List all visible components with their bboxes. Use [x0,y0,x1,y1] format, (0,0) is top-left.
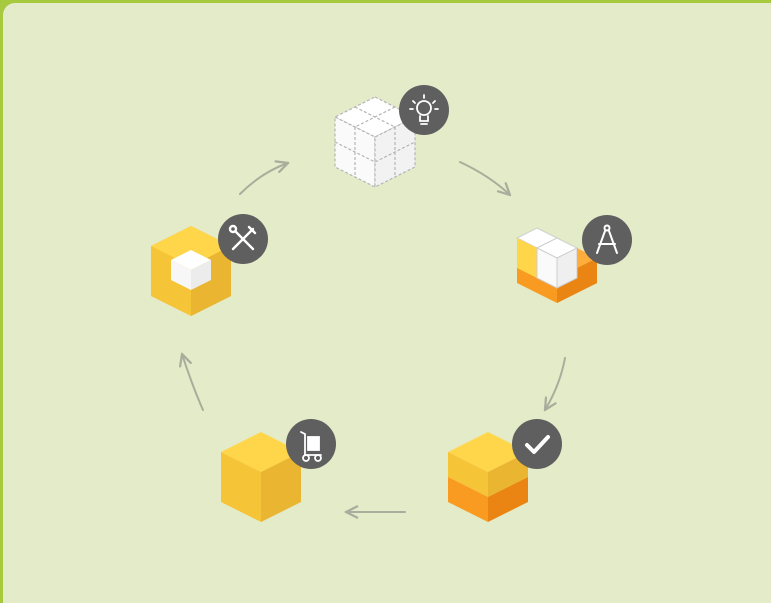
stage-design [515,215,632,303]
stage-idea [333,85,449,188]
badge-lightbulb [399,85,449,135]
stage-maintain [151,214,268,316]
layered-cube [448,432,528,522]
badge-compass [582,215,632,265]
lightbulb-icon [409,94,439,125]
hex-cube [151,226,231,316]
solid-cube [221,432,301,522]
checkmark-icon [525,435,550,454]
wireframe-cube [333,96,417,188]
compass-icon [596,224,618,254]
badge-checkmark [512,419,562,469]
cycle-arrows [182,161,566,512]
stage-verify [448,419,562,522]
tools-icon [228,224,257,251]
hand-truck-icon [300,431,322,462]
badge-hand-truck [286,419,336,469]
arrow-idea-to-design [459,161,510,195]
partial-cube [515,227,597,303]
arrow-design-to-verify [545,357,566,410]
arrow-deliver-to-maintain [182,354,204,411]
stage-deliver [221,419,336,522]
badge-tools [218,214,268,264]
arrow-maintain-to-idea [239,163,288,195]
